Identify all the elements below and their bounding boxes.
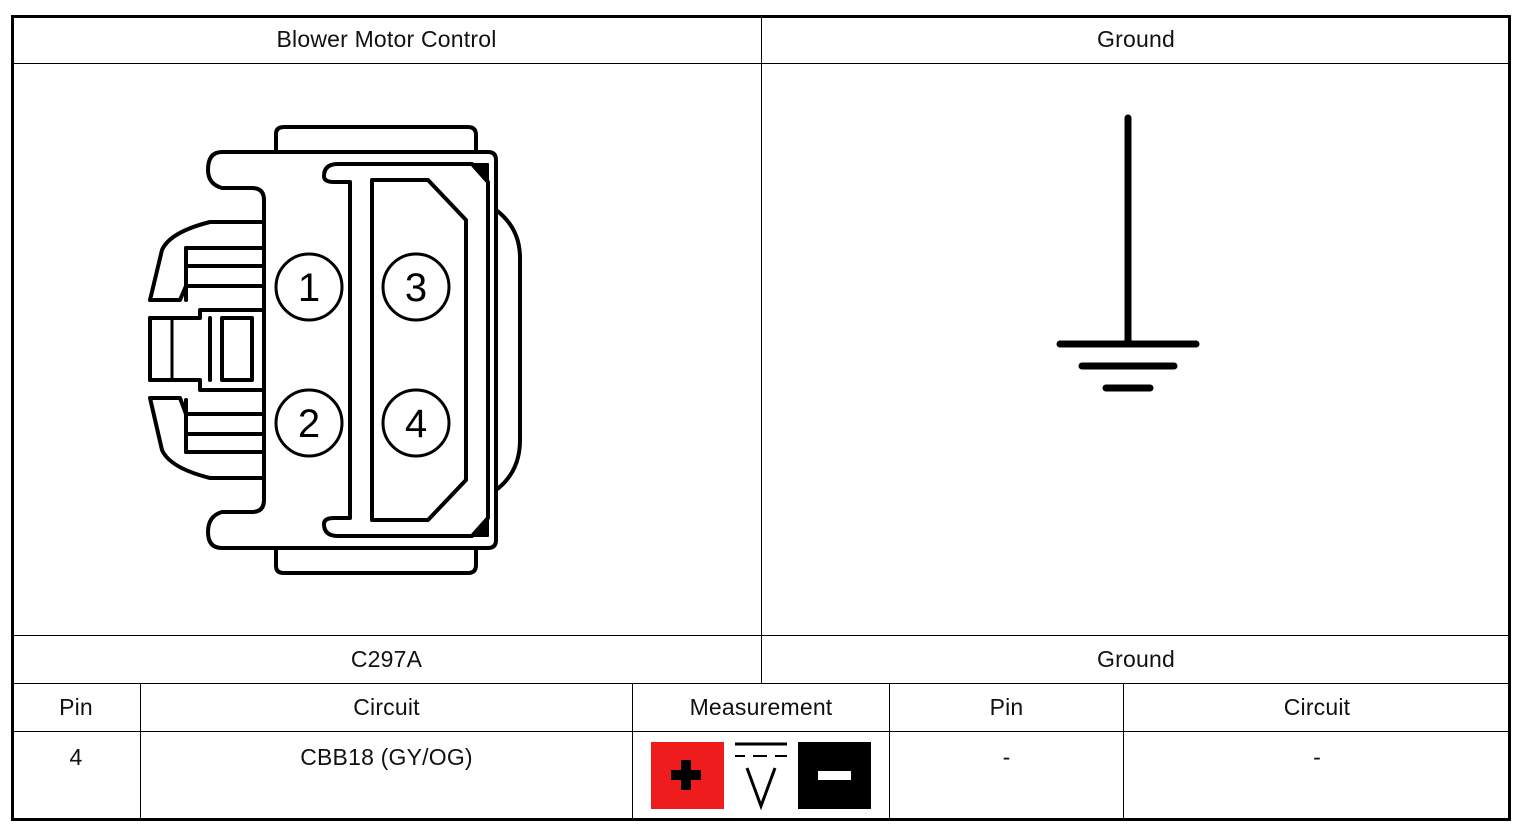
column-header-ground-pin: Pin — [989, 694, 1024, 720]
divider-line — [889, 684, 890, 820]
row-ground-pin-value: - — [1002, 744, 1011, 770]
pin-number-2: 2 — [298, 402, 320, 446]
row-circuit-value: CBB18 (GY/OG) — [300, 744, 473, 770]
divider-line — [1123, 684, 1124, 820]
right-header-title: Ground — [1097, 26, 1175, 52]
column-header-circuit: Circuit — [353, 694, 420, 720]
dc-voltage-icon — [735, 742, 787, 810]
divider-line — [761, 16, 762, 684]
pin-number-3: 3 — [405, 266, 427, 310]
row-ground-circuit-value: - — [1313, 744, 1321, 770]
measurement-icons — [633, 732, 889, 818]
divider-line — [632, 684, 633, 820]
divider-line — [12, 731, 1510, 732]
ground-symbol-icon — [1056, 114, 1200, 392]
column-header-ground-circuit: Circuit — [1283, 694, 1351, 720]
left-connector-label: C297A — [350, 646, 423, 672]
pin-number-4: 4 — [405, 402, 427, 446]
divider-line — [140, 684, 141, 820]
positive-probe-icon — [651, 742, 724, 809]
negative-probe-icon — [798, 742, 871, 809]
connector-face-diagram: 1 2 3 4 — [148, 125, 522, 575]
row-pin-value: 4 — [69, 744, 83, 770]
pin-number-1: 1 — [298, 266, 320, 310]
column-header-pin: Pin — [59, 694, 93, 720]
column-header-measurement: Measurement — [689, 694, 833, 720]
left-header-title: Blower Motor Control — [276, 26, 497, 52]
right-connector-label: Ground — [1097, 646, 1175, 672]
